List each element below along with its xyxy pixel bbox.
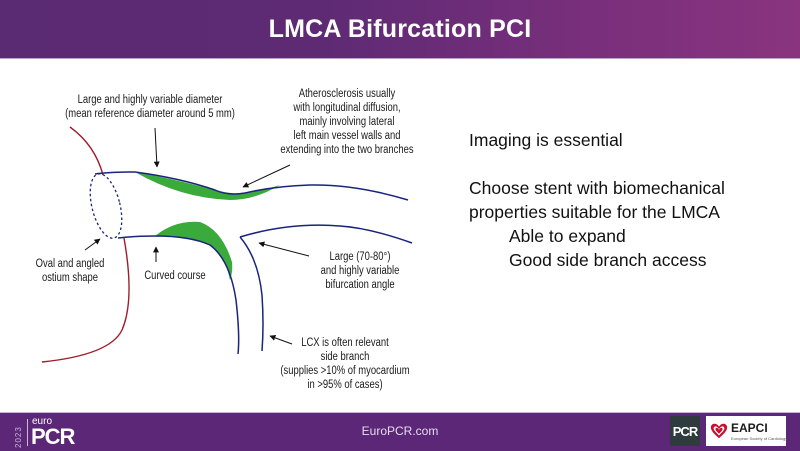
aorta-wall bbox=[41, 126, 130, 363]
arrow-athero bbox=[242, 164, 291, 188]
label-diameter: Large and highly variable diameter (mean… bbox=[65, 94, 235, 120]
slide-footer: 2023 euro PCR EuroPCR.com PCR EAPCI Euro… bbox=[0, 412, 800, 451]
arrow-angle bbox=[258, 241, 310, 257]
europcr-logo: 2023 euro PCR bbox=[14, 416, 84, 449]
subpoint-expand: Able to expand bbox=[509, 226, 626, 246]
vessel-upper-wall bbox=[94, 171, 409, 201]
eapci-logo: EAPCI European Society of Cardiology bbox=[706, 416, 788, 446]
label-lcx: LCX is often relevant side branch (suppl… bbox=[280, 337, 410, 391]
label-ostium: Oval and angled ostium shape bbox=[35, 258, 105, 284]
vessel-illustration bbox=[41, 126, 413, 363]
eapci-subtitle: European Society of Cardiology bbox=[731, 436, 788, 441]
plaque-upper bbox=[135, 172, 280, 200]
arrow-ostium bbox=[84, 238, 101, 251]
point-stent-line2: properties suitable for the LMCA bbox=[469, 202, 720, 222]
heart-icon bbox=[710, 423, 728, 439]
vessel-carina-wall bbox=[239, 224, 413, 352]
point-stent-line1: Choose stent with biomechanical bbox=[469, 178, 725, 198]
eapci-name: EAPCI bbox=[731, 421, 768, 435]
label-bifurcation-angle: Large (70-80°) and highly variable bifur… bbox=[320, 251, 400, 291]
label-atherosclerosis: Atherosclerosis usually with longitudina… bbox=[280, 88, 414, 156]
lmca-diagram: Large and highly variable diameter (mean… bbox=[0, 60, 460, 405]
label-curved-course: Curved course bbox=[144, 270, 206, 282]
vessel-lower-wall bbox=[117, 235, 240, 355]
point-imaging: Imaging is essential bbox=[469, 130, 623, 150]
subpoint-side-branch: Good side branch access bbox=[509, 250, 707, 270]
slide-header: LMCA Bifurcation PCI bbox=[0, 0, 800, 59]
logo-euro: euro bbox=[32, 416, 53, 427]
footer-website: EuroPCR.com bbox=[361, 424, 439, 438]
key-points: Imaging is essential Choose stent with b… bbox=[469, 128, 789, 272]
logo-pcr: PCR bbox=[31, 424, 75, 449]
pcr-badge-logo: PCR bbox=[670, 416, 700, 446]
arrow-diameter bbox=[153, 127, 160, 168]
slide-title: LMCA Bifurcation PCI bbox=[268, 14, 532, 43]
logo-separator bbox=[27, 419, 28, 446]
ostium-ellipse bbox=[89, 173, 123, 239]
arrow-lcx bbox=[269, 335, 293, 345]
